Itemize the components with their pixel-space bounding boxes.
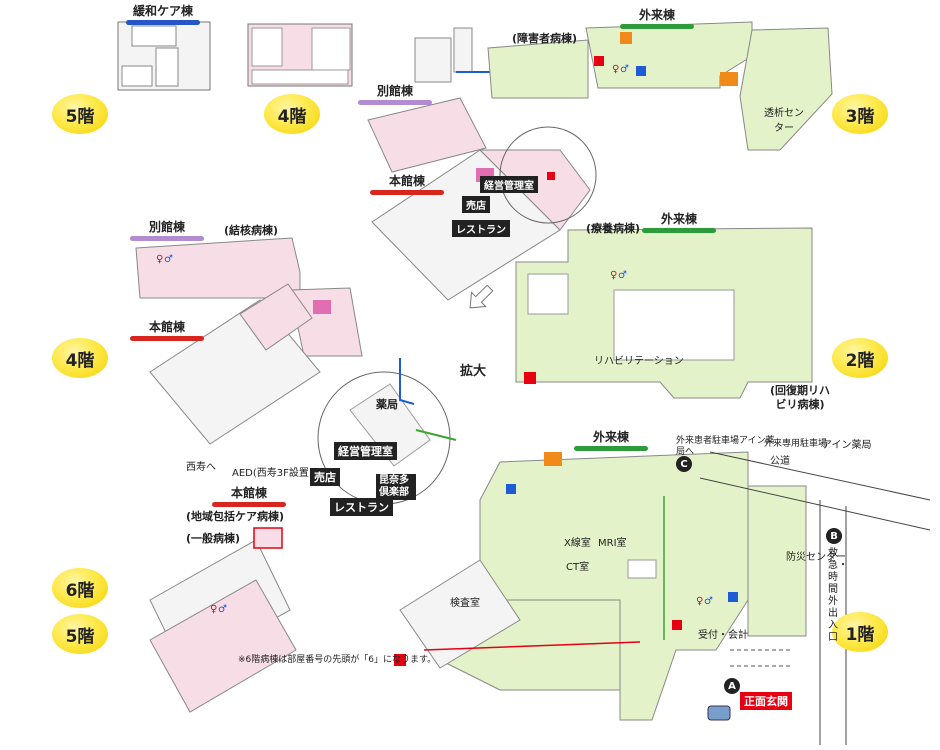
floor-5-badge-left: 5階: [52, 94, 108, 134]
label-koudou: 公道: [770, 456, 790, 467]
label-kissa-zoom: 昆奈多倶楽部: [376, 474, 416, 500]
marker-a: A: [724, 678, 740, 694]
label-kakudai: 拡大: [460, 364, 487, 379]
label-ain: アイン薬局: [822, 440, 872, 451]
floor-6-badge: 6階: [52, 568, 108, 608]
building-tag-gairai-2f: 外来棟: [642, 210, 716, 233]
building-label: 別館棟: [376, 84, 413, 98]
building-tag-kanwa: 緩和ケア棟: [126, 2, 200, 25]
floor5-kanwa-plan: [117, 21, 211, 91]
building-tag-bekkan-4f: 別館棟: [130, 218, 204, 241]
label-rihabiri: リハビリテーション: [594, 356, 684, 367]
svg-text:♀: ♀: [156, 254, 163, 265]
building-tag-honkan-6f: 本館棟: [212, 484, 286, 507]
building-bar: [130, 336, 204, 341]
building-bar: [574, 446, 648, 451]
floor4-bekkan-plan: [135, 237, 363, 357]
building-bar: [130, 236, 204, 241]
building-tag-bekkan-3f: 別館棟: [358, 82, 432, 105]
svg-text:♂: ♂: [618, 270, 627, 281]
building-bar: [370, 190, 444, 195]
svg-text:♀: ♀: [612, 64, 619, 75]
building-tag-gairai-3f: 外来棟: [620, 6, 694, 29]
building-tag-honkan-4f: 本館棟: [130, 318, 204, 341]
building-label: 本館棟: [388, 174, 425, 188]
label-gairai-senyou: 外来専用駐車場: [764, 439, 828, 449]
label-kyuukyuu: 救急・時間外出入口: [828, 548, 848, 643]
ward-ippan: (一般病棟): [186, 532, 241, 545]
building-tag-honkan-3f: 本館棟: [370, 172, 444, 195]
wheelchair-icon: [506, 66, 738, 602]
label-shoumen-genkan: 正面玄関: [740, 692, 792, 710]
building-label: 外来棟: [638, 8, 675, 22]
building-bar: [126, 20, 200, 25]
floor4-honkan-plan: [149, 283, 457, 505]
ward-ryouyou: (療養病棟): [586, 222, 641, 235]
building-bar: [642, 228, 716, 233]
ward-kekkaku: (結核病棟): [224, 224, 279, 237]
label-baiten-zoom: 売店: [310, 468, 340, 486]
floor6-5-chiiki-plan: [149, 527, 297, 713]
building-tag-gairai-1f: 外来棟: [574, 428, 648, 451]
svg-text:♂: ♂: [218, 604, 227, 615]
svg-text:♀: ♀: [610, 270, 617, 281]
svg-text:♂: ♂: [164, 254, 173, 265]
toilet-icon: ♀♂ ♀♂ ♀♂ ♀♂ ♀♂: [156, 64, 713, 615]
label-restaurant-3f: レストラン: [452, 220, 510, 237]
marker-c: C: [676, 456, 692, 472]
roads: [699, 451, 931, 745]
floor-4-badge-top: 4階: [264, 94, 320, 134]
marker-b: B: [826, 528, 842, 544]
building-bar: [620, 24, 694, 29]
floor-2-badge: 2階: [832, 338, 888, 378]
label-uketsuke: 受付・会計: [698, 630, 748, 641]
floor-5-badge-bottom: 5階: [52, 614, 108, 654]
floor4-kanwa-plan: [247, 23, 353, 87]
label-restaurant-zoom: レストラン: [330, 498, 393, 516]
label-xsen: X線室: [564, 538, 591, 549]
building-bar: [212, 502, 286, 507]
building-label: 本館棟: [148, 320, 185, 334]
ward-shougai: (障害者病棟): [512, 32, 578, 45]
svg-text:♂: ♂: [704, 596, 713, 607]
floor2-ryouyou-plan: [515, 227, 813, 399]
label-yakkyoku-zoom: 薬局: [376, 398, 398, 411]
building-label: 外来棟: [660, 212, 697, 226]
floor-1-badge: 1階: [832, 612, 888, 652]
label-baiten-3f: 売店: [462, 196, 490, 213]
svg-text:♀: ♀: [210, 604, 217, 615]
bus-icon: [707, 705, 731, 721]
aed-icon: [394, 56, 682, 666]
label-nishi-kotobuki: 西寿へ: [186, 462, 216, 473]
label-ward-note: ※6階病棟は部屋番号の先頭が「6」になります。: [238, 655, 437, 665]
label-toukousha: 透析センター: [764, 108, 804, 134]
building-label: 緩和ケア棟: [132, 4, 193, 18]
label-keiei-zoom: 経営管理室: [334, 442, 397, 460]
label-gairai-parking: 外来患者駐車場アイン薬局へ: [676, 436, 775, 457]
svg-text:♀: ♀: [696, 596, 703, 607]
floor3-bekkan-plan: [367, 27, 521, 173]
label-mri: MRI室: [598, 538, 627, 549]
floor-4-badge-left: 4階: [52, 338, 108, 378]
label-keiei-3f: 経営管理室: [480, 176, 538, 193]
building-label: 外来棟: [592, 430, 629, 444]
label-bousai: 防災センター: [786, 552, 846, 563]
label-kensa: 検査室: [450, 598, 480, 609]
label-aed-note: AED(西寿3F設置): [232, 468, 313, 479]
building-label: 別館棟: [148, 220, 185, 234]
building-bar: [358, 100, 432, 105]
floor-3-badge: 3階: [832, 94, 888, 134]
building-label: 本館棟: [230, 486, 267, 500]
floor1-gairai-plan: [399, 451, 807, 721]
pointer-arrow-icon: [469, 284, 494, 309]
label-ct: CT室: [566, 562, 590, 573]
ward-chiiki: (地域包括ケア病棟): [186, 510, 285, 523]
ward-kaifuku: (回復期リハビリ病棟): [769, 384, 831, 411]
svg-text:♂: ♂: [620, 64, 629, 75]
